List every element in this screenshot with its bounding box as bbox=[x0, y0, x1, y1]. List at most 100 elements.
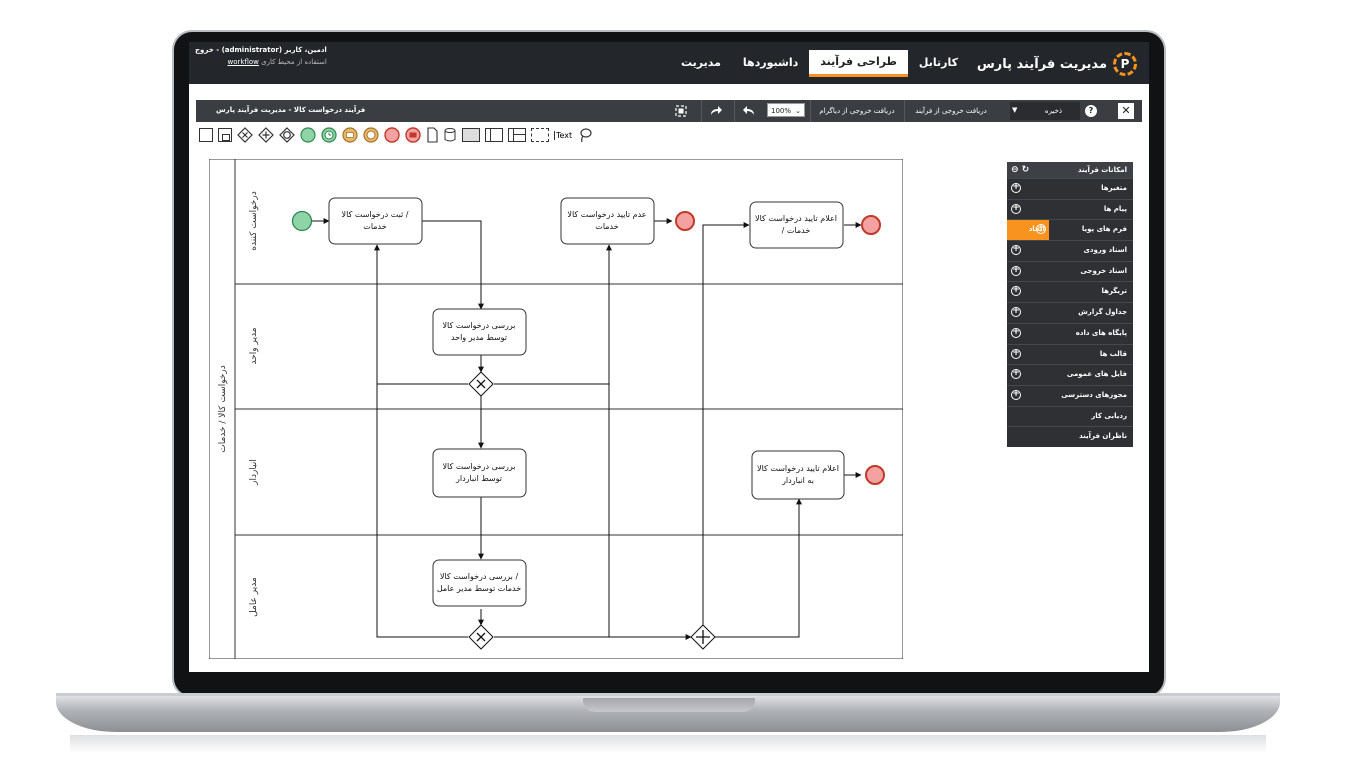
user-line[interactable]: ادمین، کاربر (administrator) - خروج bbox=[195, 46, 327, 54]
end-event-notify-store[interactable] bbox=[865, 465, 885, 485]
caret-down-icon[interactable]: ▼ bbox=[1012, 106, 1018, 114]
sidebar-item-label: مجوزهای دسترسی bbox=[1061, 390, 1127, 399]
add-icon[interactable]: + bbox=[1011, 347, 1021, 359]
add-icon[interactable]: + bbox=[1036, 223, 1046, 235]
task-unit-manager-review[interactable]: بررسی درخواست کالا توسط مدیر واحد bbox=[432, 308, 527, 356]
start-event[interactable] bbox=[291, 210, 313, 232]
end-event-approve[interactable] bbox=[861, 215, 881, 235]
sidebar-item[interactable]: ردیابی کار bbox=[1007, 405, 1133, 427]
task-notify-storekeeper[interactable]: اعلام تایید درخواست کالا به انباردار bbox=[751, 450, 845, 500]
sidebar-item-label: ناظران فرآیند bbox=[1079, 432, 1127, 441]
sidebar-item[interactable]: پایگاه های داده + bbox=[1007, 322, 1133, 344]
palette-lasso-icon[interactable] bbox=[577, 127, 593, 143]
palette-end-event-icon[interactable] bbox=[384, 127, 400, 143]
palette-pool-icon[interactable] bbox=[462, 128, 480, 142]
palette-text-annotation[interactable]: Text bbox=[554, 130, 573, 140]
gateway-unit-manager[interactable] bbox=[468, 371, 494, 397]
sidebar-item[interactable]: جداول گزارش + bbox=[1007, 302, 1133, 323]
gateway-ceo[interactable] bbox=[468, 624, 494, 650]
palette-document-icon[interactable] bbox=[426, 127, 438, 143]
save-button[interactable]: ذخیره ▼ bbox=[1010, 102, 1080, 120]
sidebar-item-label: جداول گزارش bbox=[1078, 308, 1127, 317]
task-ceo-review-line1: بررسی درخواست کالا / bbox=[440, 572, 519, 581]
add-icon[interactable]: + bbox=[1011, 326, 1021, 338]
palette-start-event-icon[interactable] bbox=[300, 127, 316, 143]
lane-label-storekeeper: انباردار bbox=[249, 459, 259, 486]
diagram-export-button[interactable]: دریافت خروجی از دیاگرام bbox=[810, 100, 903, 122]
palette-task-icon[interactable] bbox=[199, 128, 213, 142]
workspace-line: استفاده از محیط کاری workflow bbox=[195, 58, 327, 66]
add-icon[interactable]: + bbox=[1011, 202, 1021, 214]
sidebar-item-label: تریگرها bbox=[1101, 287, 1127, 296]
task-ceo-review[interactable]: بررسی درخواست کالا / خدمات توسط مدیر عام… bbox=[432, 559, 527, 607]
nav-item-dashboards[interactable]: داشبوردها bbox=[742, 56, 799, 69]
add-icon[interactable]: + bbox=[1011, 264, 1021, 276]
add-icon[interactable]: + bbox=[1011, 368, 1021, 380]
palette-message-end-icon[interactable] bbox=[405, 127, 421, 143]
refresh-icon[interactable]: ↻ bbox=[1021, 165, 1030, 175]
sidebar-item[interactable]: اسناد خروجی + bbox=[1007, 260, 1133, 282]
logo-letter: P bbox=[1120, 57, 1130, 71]
sidebar-item[interactable]: تریگرها + bbox=[1007, 281, 1133, 302]
panel-title: امکانات فرآیند bbox=[1077, 166, 1127, 174]
task-store-review-line2: توسط انباردار bbox=[455, 474, 502, 483]
redo-button[interactable] bbox=[701, 100, 730, 122]
task-register-request[interactable]: ثبت درخواست کالا / خدمات bbox=[328, 197, 423, 245]
laptop-reflection bbox=[70, 735, 1266, 753]
sidebar-item[interactable]: ناظران فرآیند bbox=[1007, 426, 1133, 447]
sidebar-item[interactable]: متغیرها+ bbox=[1007, 178, 1133, 199]
add-icon[interactable]: + bbox=[1011, 244, 1021, 256]
palette-database-icon[interactable] bbox=[443, 127, 457, 143]
sidebar-item[interactable]: قالب ها+ bbox=[1007, 343, 1133, 365]
palette-lane-icon[interactable] bbox=[485, 128, 503, 142]
lane-label-unit-manager: مدیر واحد bbox=[249, 327, 259, 364]
sidebar-item[interactable]: اسناد ورودی+ bbox=[1007, 240, 1133, 261]
gateway-parallel[interactable] bbox=[690, 624, 716, 650]
task-storekeeper-review[interactable]: بررسی درخواست کالا توسط انباردار bbox=[432, 448, 527, 498]
undo-button[interactable] bbox=[734, 100, 763, 122]
task-reject-request[interactable]: عدم تایید درخواست کالا خدمات bbox=[560, 197, 655, 245]
fit-screen-icon[interactable] bbox=[674, 104, 688, 118]
zoom-select[interactable]: 100%⌄ bbox=[767, 103, 805, 117]
bpmn-diagram[interactable]: درخواست کالا / خدمات درخواست کننده مدیر … bbox=[209, 159, 903, 659]
help-icon[interactable]: ? bbox=[1085, 105, 1097, 117]
sidebar-item-label: اسناد خروجی bbox=[1080, 266, 1127, 275]
palette-message-intermediate-icon[interactable] bbox=[342, 127, 358, 143]
sidebar-item-label: پایگاه های داده bbox=[1075, 328, 1127, 337]
palette-timer-start-icon[interactable] bbox=[321, 127, 337, 143]
end-event-reject[interactable] bbox=[675, 211, 695, 231]
sidebar-item-label: فرم های پویا bbox=[1081, 225, 1127, 234]
sidebar-item[interactable]: مجوزهای دسترسی + bbox=[1007, 384, 1133, 406]
redo-icon bbox=[711, 106, 722, 115]
add-icon[interactable]: + bbox=[1011, 388, 1021, 400]
task-notify-line1: اعلام تایید درخواست کالا bbox=[757, 464, 839, 473]
sidebar-item[interactable]: پیام ها+ bbox=[1007, 198, 1133, 220]
brand[interactable]: مدیریت فرآیند پارس P bbox=[977, 52, 1137, 76]
add-icon[interactable]: + bbox=[1011, 182, 1021, 193]
process-export-button[interactable]: دریافت خروجی از فرآیند bbox=[904, 100, 997, 122]
process-features-panel: امکانات فرآیند ↻ ⊖ متغیرها+پیام ها+فرم ه… bbox=[1007, 162, 1133, 447]
designer-toolbar: فرآیند درخواست کالا - مدیریت فرآیند پارس… bbox=[196, 100, 1142, 122]
collapse-icon[interactable]: ⊖ bbox=[1011, 165, 1019, 175]
palette-group-icon[interactable] bbox=[531, 128, 549, 142]
palette-exclusive-gateway-icon[interactable] bbox=[237, 127, 253, 143]
task-notify-line2: به انباردار bbox=[781, 476, 814, 485]
add-icon[interactable]: + bbox=[1011, 285, 1021, 297]
nav-item-management[interactable]: مدیریت bbox=[680, 56, 721, 69]
close-icon[interactable]: ✕ bbox=[1118, 103, 1134, 119]
palette-timer-intermediate-icon[interactable] bbox=[363, 127, 379, 143]
palette-inclusive-gateway-icon[interactable] bbox=[279, 127, 295, 143]
sidebar-item-label: فایل های عمومی bbox=[1066, 370, 1127, 379]
nav-item-cartable[interactable]: کارتابل bbox=[918, 56, 958, 69]
sidebar-item[interactable]: فایل های عمومی + bbox=[1007, 364, 1133, 385]
save-label: ذخیره bbox=[1044, 107, 1062, 115]
task-approve-line2: / خدمات bbox=[782, 226, 811, 235]
palette-parallel-gateway-icon[interactable] bbox=[258, 127, 274, 143]
task-approve-request[interactable]: اعلام تایید درخواست کالا / خدمات bbox=[749, 201, 844, 249]
palette-lane-split-icon[interactable] bbox=[508, 128, 526, 142]
add-icon[interactable]: + bbox=[1011, 306, 1021, 318]
workspace-link[interactable]: workflow bbox=[227, 58, 259, 66]
nav-item-process-design[interactable]: طراحی فرآیند bbox=[809, 49, 908, 77]
palette-subprocess-icon[interactable] bbox=[218, 128, 232, 142]
